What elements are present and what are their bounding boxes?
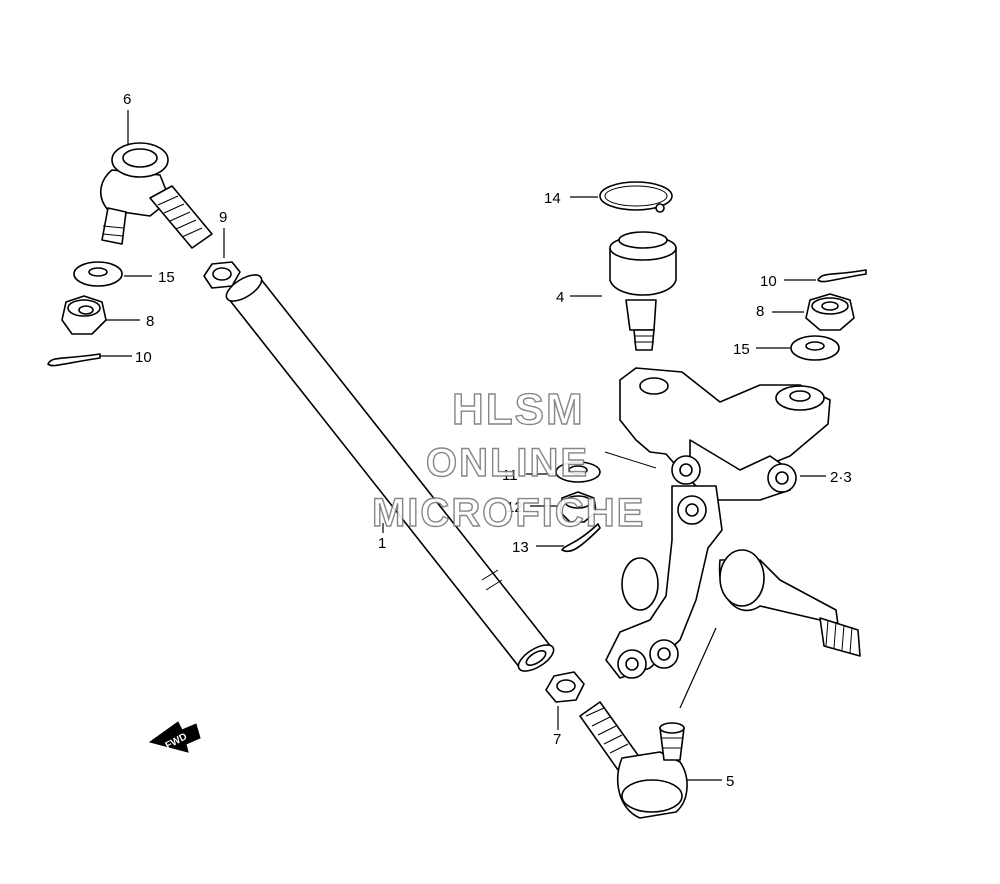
watermark-line-1: HLSM [452, 385, 585, 434]
callout-10-right: 10 [760, 273, 777, 290]
callout-7: 7 [553, 731, 561, 748]
callout-5: 5 [726, 773, 734, 790]
washer-11 [526, 461, 601, 483]
callout-10-left: 10 [135, 349, 152, 366]
cotter-pin-10-right [784, 269, 867, 283]
callout-15-right: 15 [733, 341, 750, 358]
steering-knuckle [604, 367, 861, 679]
watermark-line-3: MICROFICHE [372, 491, 645, 535]
castle-nut-8-left [61, 295, 140, 335]
callout-6: 6 [123, 91, 131, 108]
callout-14: 14 [544, 190, 561, 207]
callout-2-3: 2·3 [830, 469, 852, 486]
circlip-14 [570, 181, 673, 213]
ball-joint-4 [570, 231, 677, 351]
callout-12: 12 [506, 499, 523, 516]
callout-1: 1 [378, 535, 386, 552]
callout-13: 13 [512, 539, 529, 556]
tie-rod-end-right [579, 627, 722, 819]
tie-rod-end-left [100, 110, 213, 249]
washer-15-right [756, 335, 840, 361]
watermark-line-2: ONLINE [426, 441, 589, 485]
washer-15-left [73, 261, 152, 287]
fwd-arrow-icon: FWD [148, 721, 201, 753]
callout-8-left: 8 [146, 313, 154, 330]
watermark: HLSM ONLINE MICROFICHE [371, 384, 645, 535]
cotter-pin-13 [536, 523, 601, 553]
callout-4: 4 [556, 289, 564, 306]
castle-nut-8-right [772, 293, 855, 331]
callout-9: 9 [219, 209, 227, 226]
nut-7 [545, 671, 585, 730]
castle-nut-12 [530, 491, 597, 523]
tie-rod [225, 274, 555, 672]
cotter-pin-10-left [47, 353, 132, 367]
callout-11: 11 [502, 467, 518, 484]
nut-9 [203, 228, 241, 289]
callout-15-left: 15 [158, 269, 175, 286]
callout-8-right: 8 [756, 303, 764, 320]
